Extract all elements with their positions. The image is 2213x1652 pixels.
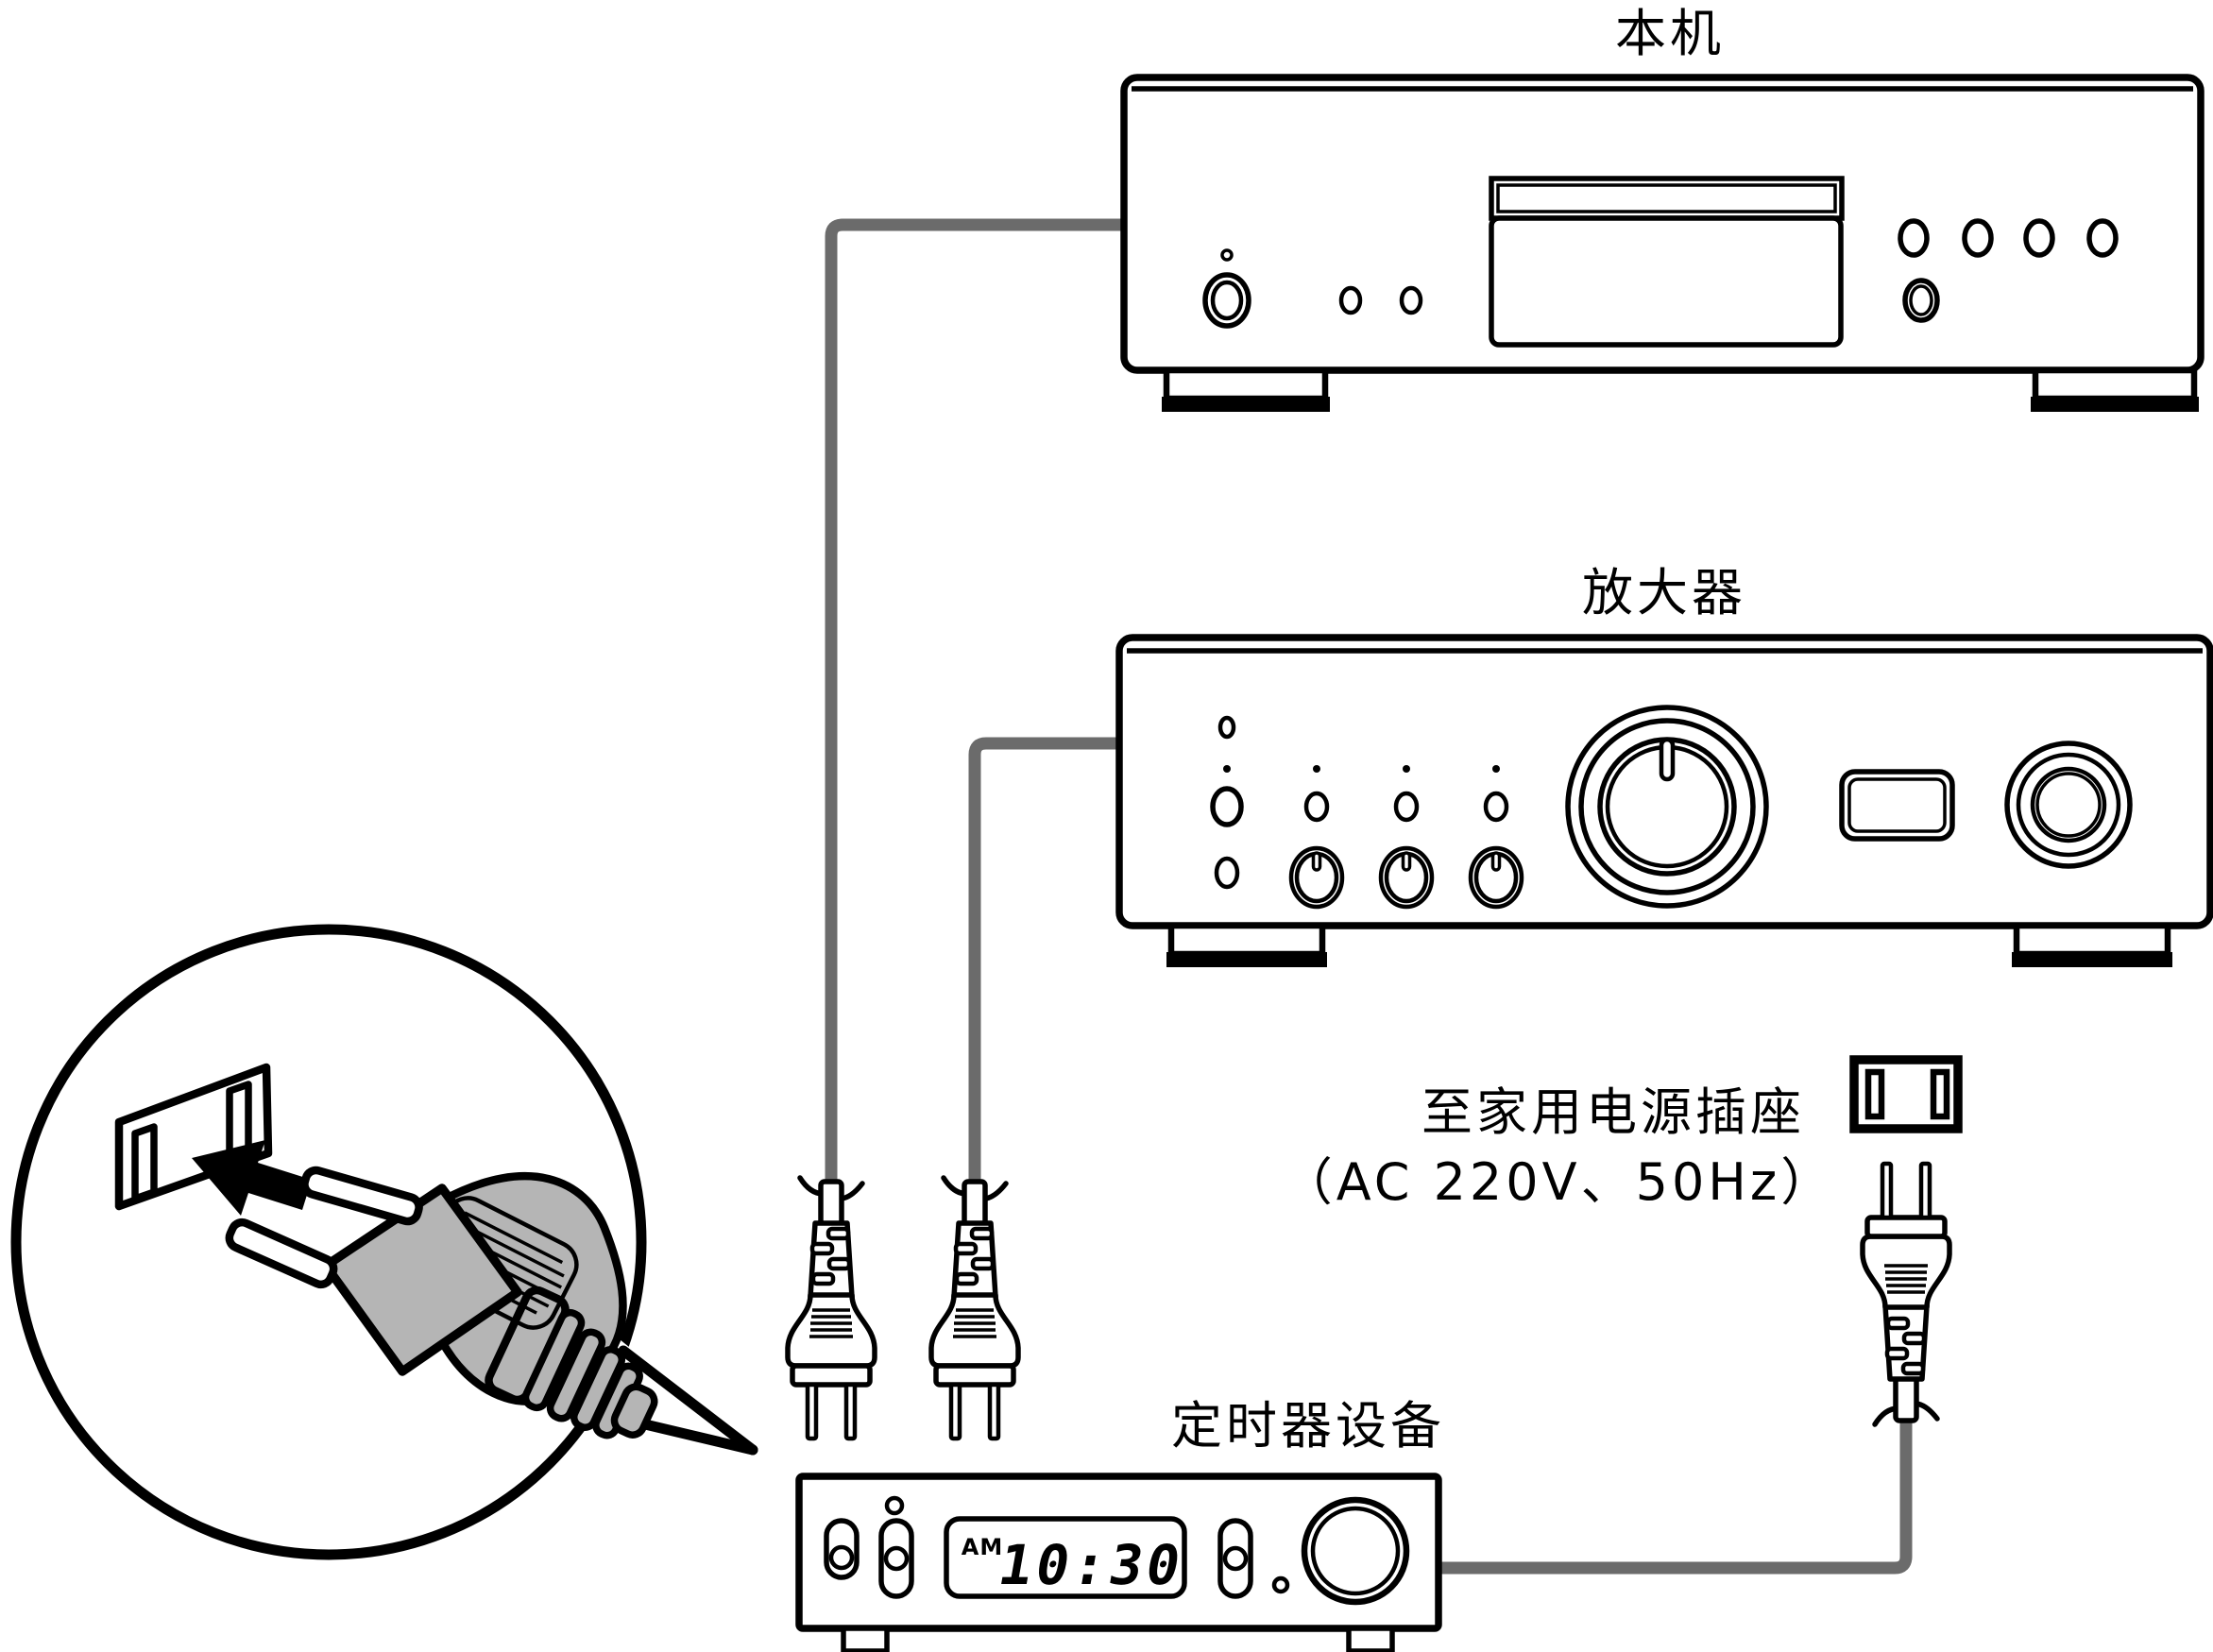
timer-foot-left — [841, 1626, 890, 1652]
power-cable-amp — [968, 737, 1122, 1188]
amp-button-oval — [1483, 791, 1509, 823]
power-plug-cd-icon — [788, 1178, 875, 1439]
amp-tone-knob — [1288, 845, 1345, 910]
wall-outlet-icon — [1849, 1055, 1963, 1133]
outlet-plate-icon — [114, 1063, 273, 1211]
amp-display-window — [1839, 769, 1955, 842]
amp-foot-left — [1167, 922, 1326, 958]
cd-led-indicator — [1220, 248, 1234, 262]
amp-tone-knob — [1378, 845, 1435, 910]
amp-tone-knob — [1468, 845, 1524, 910]
clock-meridiem: AM — [962, 1534, 1003, 1560]
magnified-plug-icon — [225, 1166, 658, 1439]
timer-device: AM 10:30 — [795, 1473, 1442, 1652]
amp-foot-right — [2013, 922, 2171, 958]
cd-transport-button — [2023, 218, 2055, 258]
amp-button-oval — [1214, 856, 1240, 890]
power-plug-amp-icon — [931, 1178, 1018, 1439]
magnifier-inset — [10, 924, 763, 1560]
amp-led-indicator — [1217, 715, 1236, 740]
amp-button-oval — [1393, 791, 1420, 823]
amplifier — [1115, 634, 2213, 967]
cd-foot-left — [1163, 366, 1329, 402]
timer-knob — [1301, 1496, 1410, 1606]
cd-player-label: 本机 — [1615, 4, 1725, 63]
amp-volume-knob — [1565, 705, 1769, 909]
amplifier-label: 放大器 — [1582, 563, 1746, 622]
timer-led — [884, 1495, 905, 1516]
cd-button-oval — [1399, 285, 1423, 315]
power-cable-timer — [1436, 1413, 1913, 1575]
outlet-label-line1: 至家用电源插座 — [1421, 1082, 1805, 1142]
amp-button-oval — [1303, 791, 1330, 823]
cd-transport-button — [1962, 218, 1994, 258]
plug-prong — [225, 1218, 338, 1289]
power-plug-wall-icon — [1863, 1164, 1949, 1424]
timer-foot-right — [1346, 1626, 1395, 1652]
clock-time: 10:30 — [994, 1533, 1188, 1596]
plug-prong — [300, 1166, 423, 1226]
cd-button-oval — [1338, 285, 1363, 315]
cd-foot-right — [2032, 366, 2198, 402]
magnifier-circle — [10, 924, 647, 1560]
cd-transport-button — [1898, 218, 1930, 258]
cd-transport-button — [2086, 218, 2119, 258]
cd-disc-tray-door — [1489, 215, 1844, 348]
outlet-label-line2: （AC 220V、50Hz） — [1282, 1152, 1836, 1212]
timer-label: 定时器设备 — [1171, 1396, 1445, 1456]
amp-power-button — [1210, 786, 1244, 827]
insert-arrow-icon — [192, 1140, 312, 1216]
timer-clock-display: AM 10:30 — [944, 1516, 1189, 1599]
callout-pointer — [618, 1345, 758, 1456]
amp-input-knob — [2004, 741, 2133, 869]
plug-face-plate — [321, 1184, 522, 1376]
timer-dot — [1271, 1575, 1290, 1594]
cd-player — [1120, 74, 2204, 412]
power-cable-cd — [825, 218, 1126, 1188]
